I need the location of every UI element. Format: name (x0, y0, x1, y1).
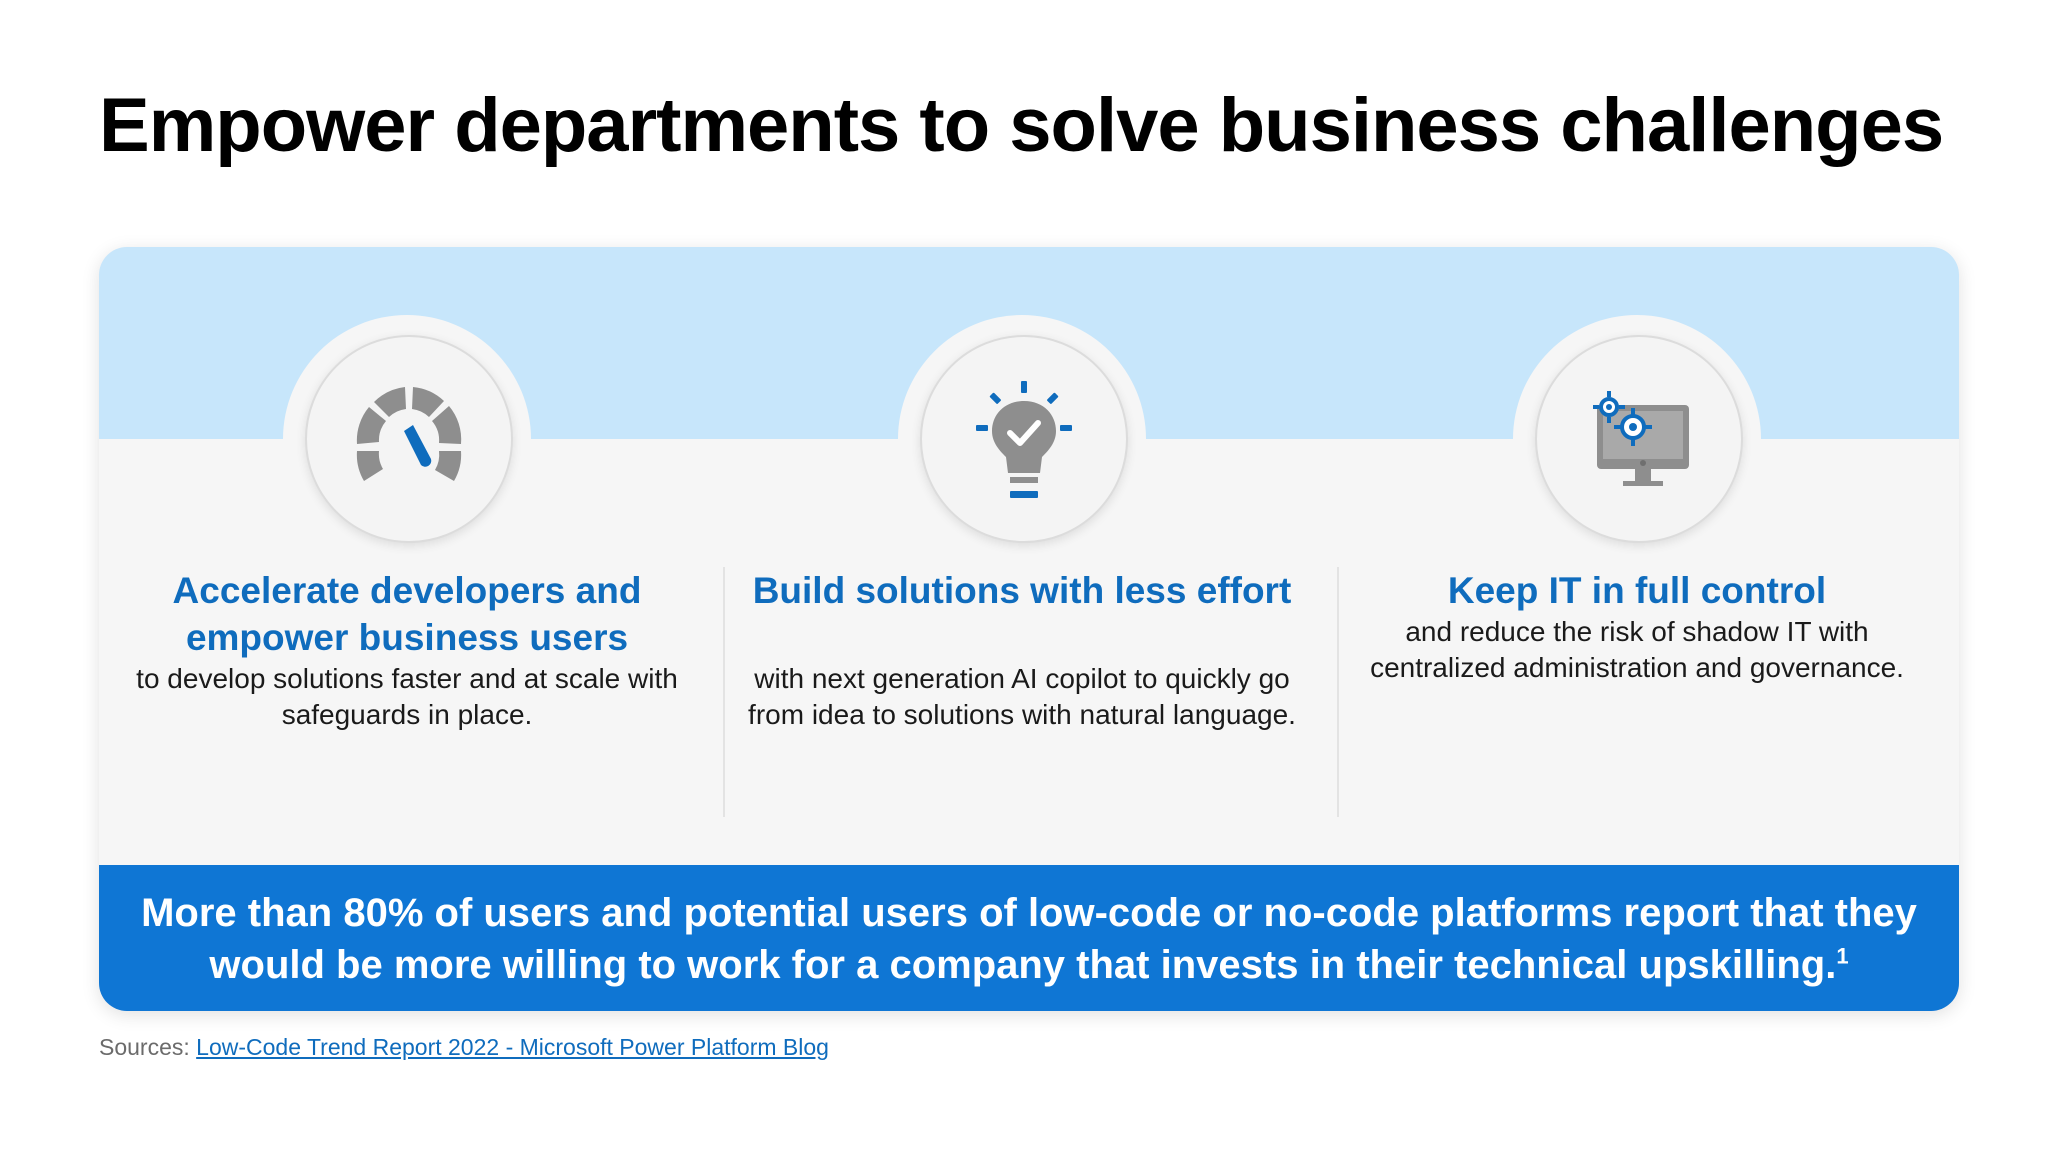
benefit-description: with next generation AI copilot to quick… (748, 663, 1296, 730)
column-divider (723, 567, 725, 817)
page-title: Empower departments to solve business ch… (99, 83, 1944, 168)
sources-line: Sources: Low-Code Trend Report 2022 - Mi… (99, 1034, 829, 1061)
lightbulb-check-icon (920, 335, 1128, 543)
benefits-card: Accelerate developers and empower busine… (99, 247, 1959, 1011)
benefit-heading: Build solutions with less effort (752, 570, 1292, 611)
sources-link[interactable]: Low-Code Trend Report 2022 - Microsoft P… (196, 1034, 829, 1060)
statistic-sentence: More than 80% of users and potential use… (141, 891, 1917, 987)
monitor-gears-icon (1535, 335, 1743, 543)
benefit-heading: Keep IT in full control (1447, 570, 1827, 611)
sources-label: Sources: (99, 1034, 190, 1060)
column-divider (1337, 567, 1339, 817)
benefit-column-accelerate: Accelerate developers and empower busine… (100, 247, 714, 867)
benefit-description: to develop solutions faster and at scale… (136, 663, 678, 730)
statistic-banner: More than 80% of users and potential use… (99, 865, 1959, 1011)
benefit-description: and reduce the risk of shadow IT with ce… (1370, 616, 1904, 683)
benefit-heading: Accelerate developers and empower busine… (172, 570, 642, 658)
footnote-marker: 1 (1836, 943, 1849, 969)
statistic-text: More than 80% of users and potential use… (99, 887, 1959, 991)
benefit-column-control: Keep IT in full control and reduce the r… (1330, 247, 1944, 867)
speedometer-icon (305, 335, 513, 543)
benefit-column-build: Build solutions with less effort with ne… (715, 247, 1329, 867)
